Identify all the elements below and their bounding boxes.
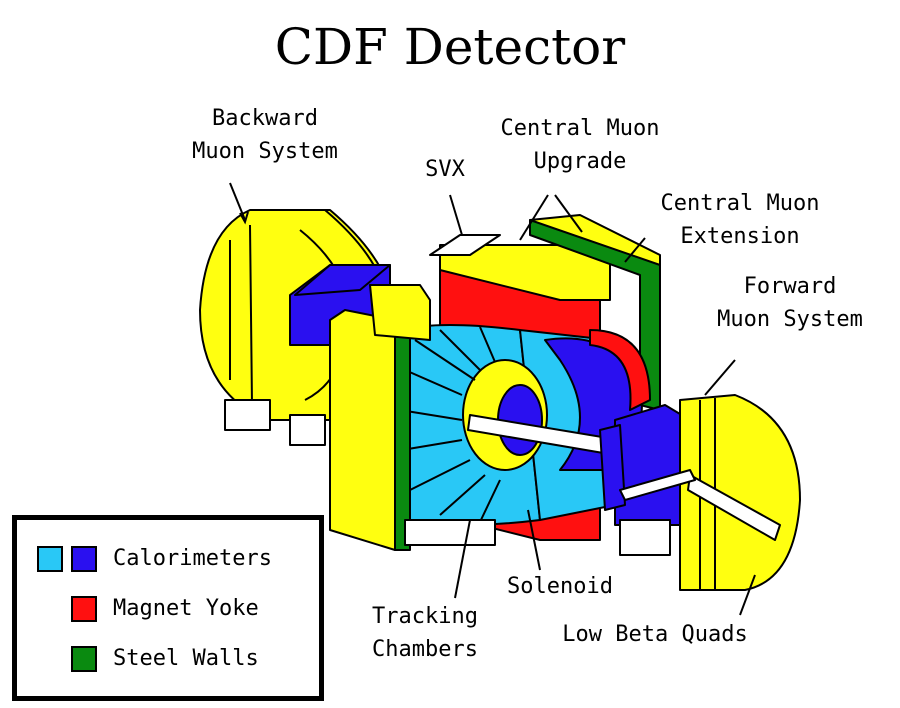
legend-box: Calorimeters Magnet Yoke Steel Walls <box>12 515 324 701</box>
calorimeter-light-swatch <box>37 546 63 572</box>
label-low-beta-quads: Low Beta Quads <box>562 622 748 647</box>
magnet-yoke-swatch <box>71 596 97 622</box>
label-forward-muon-system: Forward Muon System <box>717 274 863 332</box>
calorimeter-dark-swatch <box>71 546 97 572</box>
central-detector <box>391 214 661 541</box>
label-backward-muon-system: Backward Muon System <box>192 106 338 164</box>
pointer-lines <box>229 182 756 616</box>
forward-muon-system <box>679 394 801 591</box>
legend-item-magnet-yoke: Magnet Yoke <box>17 594 317 624</box>
label-central-muon-upgrade: Central Muon Upgrade <box>500 116 660 174</box>
legend-item-steel-walls: Steel Walls <box>17 644 317 674</box>
label-solenoid: Solenoid <box>507 574 613 599</box>
page-title: CDF Detector <box>274 18 626 76</box>
legend-item-calorimeters: Calorimeters <box>17 544 317 574</box>
label-tracking-chambers: Tracking Chambers <box>372 604 478 662</box>
steel-walls-swatch <box>71 646 97 672</box>
label-central-muon-extension: Central Muon Extension <box>660 191 820 249</box>
label-svx: SVX <box>425 157 465 182</box>
